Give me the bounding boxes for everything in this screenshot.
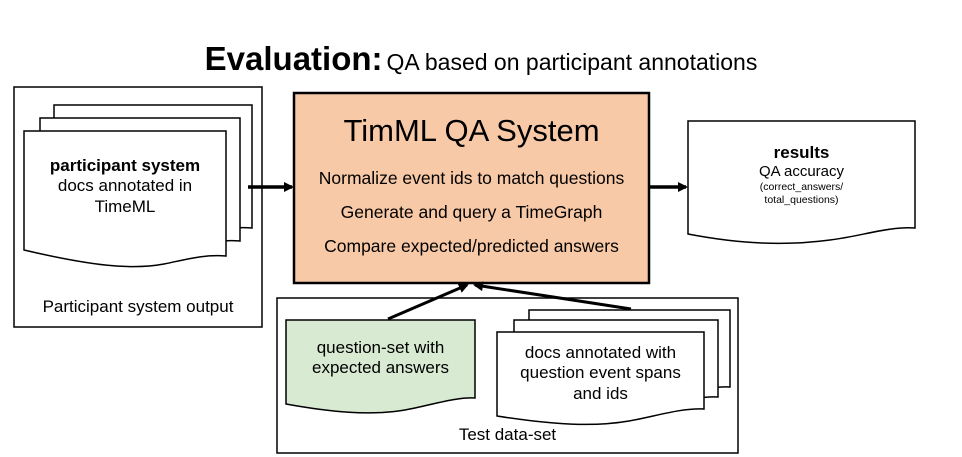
arrow-testdocs-to-qa: [473, 281, 632, 311]
title-bold: Evaluation:: [204, 40, 383, 77]
participant-doc-line2: TimeML: [94, 196, 156, 216]
participant-panel-caption: Participant system output: [42, 297, 234, 316]
qa-system-box: [292, 91, 651, 285]
results-line2: (correct_answers/: [759, 181, 844, 194]
test-doc-text: docs annotated with question event spans…: [497, 343, 704, 404]
participant-doc-line1: docs annotated in: [57, 176, 193, 196]
question-line2: expected answers: [311, 358, 450, 378]
participant-doc-front: [23, 130, 227, 268]
question-line1: question-set with: [316, 338, 445, 357]
question-doc: [285, 319, 476, 414]
results-text: results QA accuracy (correct_answers/ to…: [688, 143, 915, 207]
qa-system-title: TimML QA System: [343, 113, 600, 148]
test-doc-line2: question event spans: [520, 363, 681, 383]
results-title: results: [773, 143, 830, 162]
participant-doc-title: participant system: [49, 156, 201, 175]
test-panel-caption: Test data-set: [458, 425, 557, 444]
title-rest: QA based on participant annotations: [386, 49, 758, 75]
arrow-question-to-qa: [387, 283, 469, 321]
test-doc-line1: docs annotated with: [524, 343, 677, 362]
page-title: Evaluation:QA based on participant annot…: [0, 40, 962, 78]
participant-doc-text: participant system docs annotated in Tim…: [26, 156, 224, 217]
results-line1: QA accuracy: [758, 163, 845, 181]
qa-step-1: Normalize event ids to match questions: [318, 168, 625, 188]
qa-step-3: Compare expected/predicted answers: [324, 236, 619, 256]
results-doc: [687, 120, 916, 245]
results-line3: total_questions): [764, 193, 839, 206]
test-doc-front: [496, 331, 705, 426]
test-doc-line3: and ids: [573, 383, 628, 403]
qa-step-2: Generate and query a TimeGraph: [340, 202, 603, 222]
question-doc-text: question-set with expected answers: [286, 338, 475, 379]
